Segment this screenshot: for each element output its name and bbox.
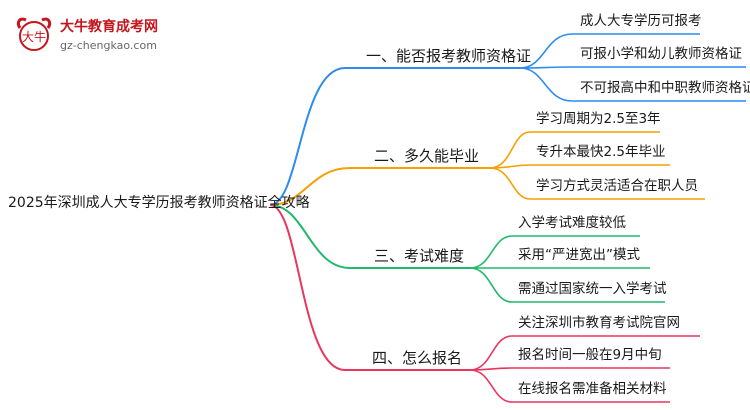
branch-2-to-leaf-3-line bbox=[489, 167, 705, 200]
branch-3-to-leaf-1-line bbox=[469, 235, 640, 269]
branch-1-label: 一、能否报考教师资格证 bbox=[366, 47, 532, 65]
root-to-branch-4-line bbox=[269, 204, 470, 371]
branch-1-leaf-3: 不可报高中和中职教师资格证 bbox=[580, 80, 750, 96]
branch-3-leaf-3: 需通过国家统一入学考试 bbox=[518, 281, 667, 297]
root-to-branch-3-line bbox=[269, 204, 470, 269]
branch-3-leaf-1: 入学考试难度较低 bbox=[518, 215, 626, 231]
branch-4-leaf-1: 关注深圳市教育考试院官网 bbox=[518, 315, 680, 331]
branch-2-leaf-1: 学习周期为2.5至3年 bbox=[536, 111, 661, 127]
branch-4-to-leaf-2-line bbox=[469, 367, 670, 371]
branch-1-to-leaf-1-line bbox=[519, 33, 700, 69]
branch-4-to-leaf-3-line bbox=[469, 369, 670, 403]
root-to-branch-2-line bbox=[269, 167, 490, 206]
branch-2-leaf-2: 专升本最快2.5年毕业 bbox=[536, 144, 666, 160]
bull-logo-icon: 大牛 bbox=[16, 17, 52, 51]
root-topic: 2025年深圳成人大专学历报考教师资格证全攻略 bbox=[8, 195, 310, 211]
logo-badge-text: 大牛 bbox=[22, 29, 46, 44]
branch-2-to-leaf-2-line bbox=[489, 164, 670, 169]
site-url: gz-chengkao.com bbox=[60, 39, 157, 52]
branch-4-leaf-3: 在线报名需准备相关材料 bbox=[518, 381, 667, 397]
branch-2-leaf-3: 学习方式灵活适合在职人员 bbox=[536, 178, 698, 194]
site-logo[interactable]: 大牛 大牛教育成考网 gz-chengkao.com bbox=[14, 14, 184, 54]
branch-4-to-leaf-1-line bbox=[469, 335, 700, 371]
branch-2-to-leaf-1-line bbox=[489, 131, 660, 169]
branch-3-to-leaf-3-line bbox=[469, 267, 665, 303]
root-to-branch-1-line bbox=[269, 67, 520, 206]
branch-1-to-leaf-2-line bbox=[519, 66, 746, 69]
branch-4-leaf-2: 报名时间一般在9月中旬 bbox=[518, 347, 662, 363]
branch-3-leaf-2: 采用“严进宽出”模式 bbox=[518, 247, 640, 263]
site-name: 大牛教育成考网 bbox=[60, 19, 158, 35]
branch-1-to-leaf-3-line bbox=[519, 67, 746, 102]
branch-4-label: 四、怎么报名 bbox=[372, 349, 463, 367]
branch-2-label: 二、多久能毕业 bbox=[374, 147, 480, 165]
branch-1-leaf-2: 可报小学和幼儿教师资格证 bbox=[580, 46, 742, 62]
branch-3-label: 三、考试难度 bbox=[374, 247, 465, 265]
branch-1-leaf-1: 成人大专学历可报考 bbox=[580, 13, 702, 29]
